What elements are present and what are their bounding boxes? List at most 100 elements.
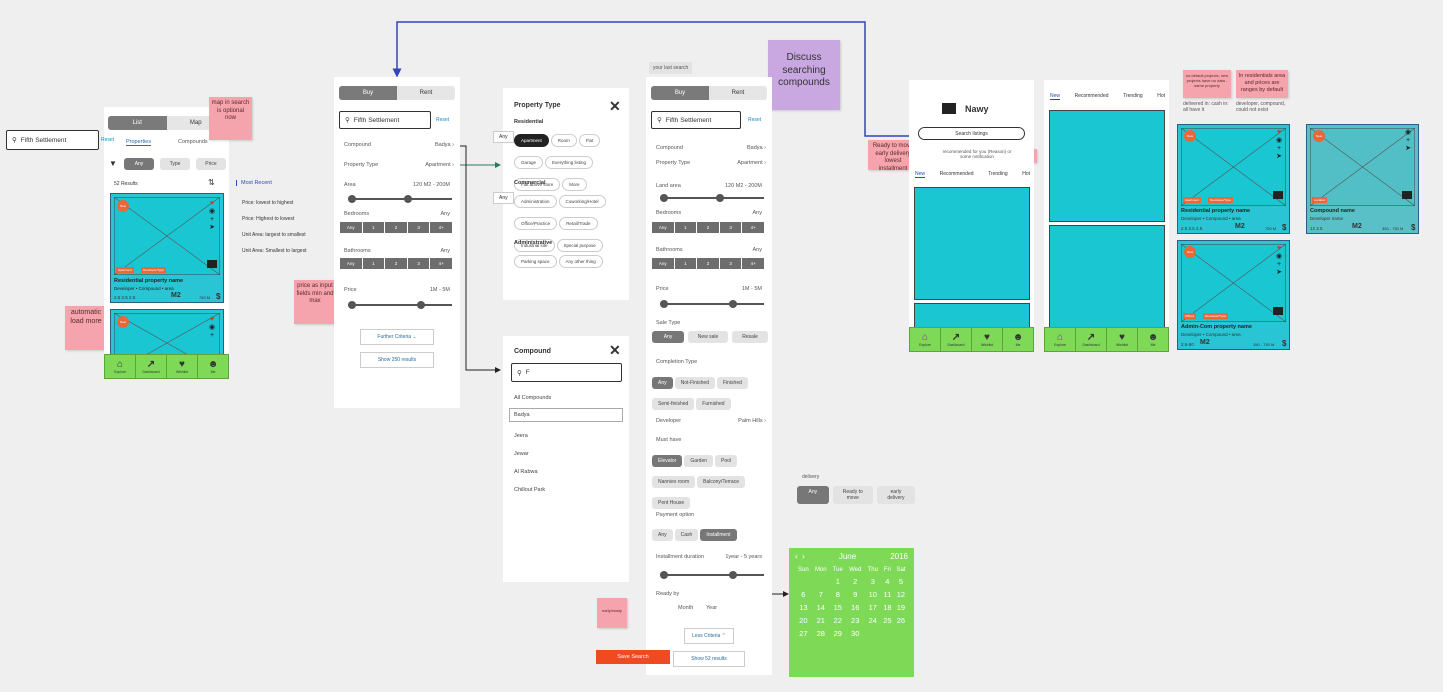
nav-me[interactable]: ☻Me xyxy=(1012,331,1024,347)
property-card-second[interactable]: New ♥ ◉ + xyxy=(110,309,224,359)
tab-recommended[interactable]: Recommended xyxy=(1074,93,1109,99)
gallery-icon[interactable] xyxy=(1273,307,1283,315)
standalone-search-input[interactable]: ⚲ Fifth Settlement xyxy=(6,130,99,150)
price-slider[interactable] xyxy=(660,300,764,308)
calendar-nav[interactable]: ‹ › xyxy=(795,552,805,561)
tab-compounds[interactable]: Compounds xyxy=(178,139,208,145)
share-icon[interactable]: ➤ xyxy=(1276,269,1282,276)
share-icon[interactable]: ➤ xyxy=(1276,153,1282,160)
list-map-toggle[interactable]: List Map xyxy=(108,116,225,130)
any-residential-chip[interactable]: Any xyxy=(493,131,514,143)
sort-most-recent[interactable]: Most Recent xyxy=(236,180,326,186)
plus-icon[interactable]: + xyxy=(1406,137,1411,144)
gallery-icon[interactable] xyxy=(1402,191,1412,199)
filter-search-input[interactable]: ⚲Fifth Settlement xyxy=(651,111,741,129)
eye-icon[interactable]: ◉ xyxy=(1276,137,1283,144)
further-criteria-button[interactable]: Further Criteria ⌄ xyxy=(360,329,434,345)
property-card[interactable]: New ♥ ◉ + ➤ Apartment Developer/Type Res… xyxy=(110,193,224,303)
land-area-slider[interactable] xyxy=(660,194,764,202)
sort-price-desc[interactable]: Price: Highest to lowest xyxy=(242,216,295,222)
ready-year[interactable]: Year xyxy=(706,605,718,611)
nav-dashboard[interactable]: ↗Dashboard xyxy=(1076,328,1107,351)
compound-jewar[interactable]: Jewar xyxy=(514,451,529,457)
filter-search-input[interactable]: ⚲Fifth Settlement xyxy=(339,111,431,129)
gallery-icon[interactable] xyxy=(1273,191,1283,199)
gallery-icon[interactable] xyxy=(207,260,217,268)
plus-icon[interactable]: + xyxy=(1277,145,1282,152)
area-slider[interactable] xyxy=(348,195,452,203)
close-icon[interactable]: ✕ xyxy=(609,342,621,358)
share-icon[interactable]: ➤ xyxy=(1405,145,1411,152)
ready-month[interactable]: Month xyxy=(678,605,694,611)
compound-all[interactable]: All Compounds xyxy=(514,395,552,401)
any-commercial-chip[interactable]: Any xyxy=(493,192,514,204)
tab-hot[interactable]: Hot xyxy=(1157,93,1165,99)
nav-explore[interactable]: ⌂Explore xyxy=(910,328,941,351)
tab-new[interactable]: New xyxy=(915,171,926,178)
tab-trending[interactable]: Trending xyxy=(988,171,1008,177)
heart-icon[interactable]: ♥ xyxy=(209,200,215,207)
listing-tile[interactable] xyxy=(914,187,1030,300)
nav-dashboard[interactable]: ↗Dashboard xyxy=(136,355,167,378)
eye-icon[interactable]: ◉ xyxy=(1276,253,1283,260)
toggle-list[interactable]: List xyxy=(108,116,167,130)
installment-slider[interactable] xyxy=(660,571,764,579)
eye-icon[interactable]: ◉ xyxy=(209,208,216,215)
reset-link[interactable]: Reset xyxy=(748,117,762,123)
filter-icon[interactable]: ▼ xyxy=(109,159,117,168)
tab-properties[interactable]: Properties xyxy=(126,139,152,146)
buy-rent-toggle[interactable]: Buy Rent xyxy=(339,86,455,100)
toggle-map[interactable]: Map xyxy=(189,120,202,126)
admin-card[interactable]: New ♥◉+➤ Offices Developer/Type Admin-Co… xyxy=(1177,240,1290,350)
nav-wishlist[interactable]: ♥Wishlist xyxy=(1107,328,1138,351)
nav-explore[interactable]: ⌂Explore xyxy=(105,355,136,378)
heart-icon[interactable]: ♥ xyxy=(209,316,215,323)
residential-card[interactable]: New ♥◉+➤ Apartment Developer/Type Reside… xyxy=(1177,124,1290,234)
compound-al-rabwa[interactable]: Al Rabwa xyxy=(514,469,538,475)
plus-icon[interactable]: + xyxy=(210,216,215,223)
plus-icon[interactable]: + xyxy=(210,332,215,339)
less-criteria-button[interactable]: Less Criteria ⌃ xyxy=(684,628,734,644)
heart-icon[interactable]: ♥ xyxy=(1276,129,1282,136)
toggle-buy[interactable]: Buy xyxy=(339,86,397,100)
sort-price-asc[interactable]: Price: lowest to highest xyxy=(242,200,294,206)
toggle-rent[interactable]: Rent xyxy=(419,90,433,96)
show-results-button[interactable]: Show 52 results xyxy=(673,651,745,667)
reset-link[interactable]: Reset xyxy=(101,137,115,143)
filter-type[interactable]: Type xyxy=(160,158,190,170)
save-search-button[interactable]: Save Search xyxy=(596,650,670,664)
nav-dashboard[interactable]: ↗Dashboard xyxy=(941,328,972,351)
close-icon[interactable]: ✕ xyxy=(609,98,621,114)
listing-tile[interactable] xyxy=(1049,225,1165,332)
tab-new[interactable]: New xyxy=(1050,93,1061,100)
tab-hot[interactable]: Hot xyxy=(1022,171,1030,177)
tab-trending[interactable]: Trending xyxy=(1123,93,1143,99)
compound-search-input[interactable]: ⚲F xyxy=(511,363,622,382)
plus-icon[interactable]: + xyxy=(1277,261,1282,268)
tab-recommended[interactable]: Recommended xyxy=(939,171,974,177)
eye-icon[interactable]: ◉ xyxy=(209,324,216,331)
sort-area-asc[interactable]: Unit Area: Smallest to largest xyxy=(242,248,307,254)
eye-icon[interactable]: ◉ xyxy=(1405,129,1412,136)
reset-link[interactable]: Reset xyxy=(436,117,450,123)
nav-explore[interactable]: ⌂Explore xyxy=(1045,328,1076,351)
nav-wishlist[interactable]: ♥Wishlist xyxy=(167,355,198,378)
filter-price[interactable]: Price xyxy=(196,158,226,170)
buy-rent-toggle[interactable]: Buy Rent xyxy=(651,86,767,100)
sort-area-desc[interactable]: Unit Area: largest to smallest xyxy=(242,232,306,238)
compound-card[interactable]: New ◉+➤ Location Compound name Developer… xyxy=(1306,124,1419,234)
listing-tile[interactable] xyxy=(1049,110,1165,222)
nav-wishlist[interactable]: ♥Wishlist xyxy=(972,328,1003,351)
compound-jeera[interactable]: Jeera xyxy=(514,433,528,439)
compound-chillout-park[interactable]: Chillout Park xyxy=(514,487,546,493)
sort-icon[interactable]: ⇅ xyxy=(208,178,215,187)
show-results-button[interactable]: Show 250 results xyxy=(360,352,434,368)
